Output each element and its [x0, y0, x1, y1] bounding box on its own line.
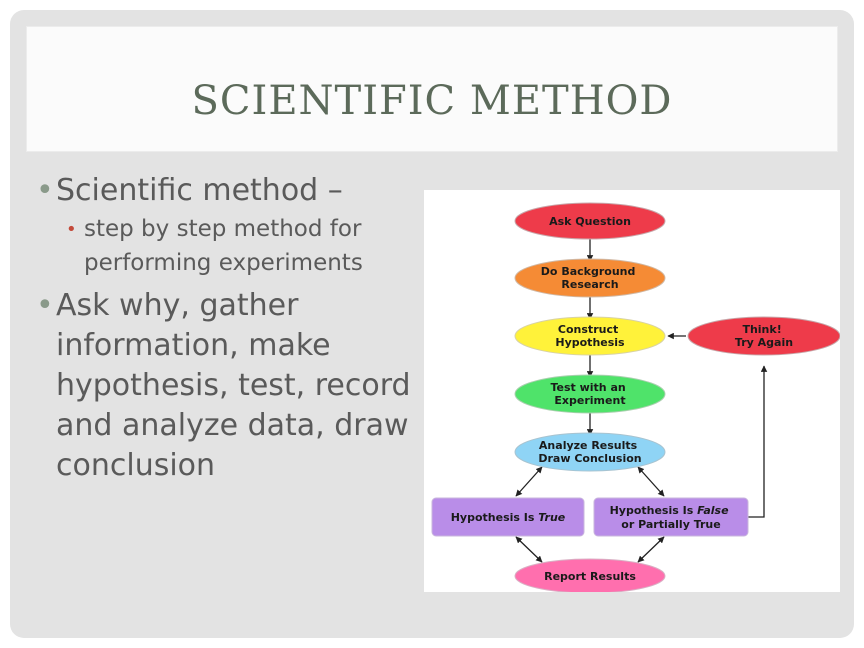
analyze-results-node: [514, 432, 666, 472]
svg-text:Test with an Experimen: Test with an Experiment: [550, 381, 629, 407]
hypothesis-true-prefix: Hypothesis Is: [451, 511, 539, 524]
svg-text:Ask Question: Ask Question: [549, 215, 631, 228]
bullet-dot-icon: •: [36, 288, 54, 323]
analyze-results-label-line2: Draw Conclusion: [538, 452, 641, 465]
connector-true-report: [515, 536, 543, 563]
svg-text:Think! Try Again: Think! Try Again: [735, 323, 793, 349]
think-try-again-label-line1: Think!: [742, 323, 781, 336]
analyze-results-label-line1: Analyze Results: [539, 439, 638, 452]
hypothesis-false-label: Hypothesis Is False or Partially True: [610, 504, 733, 531]
slide: SCIENTIFIC METHOD • Scientific method – …: [10, 10, 854, 638]
svg-text:Do Background Research: Do Background Research: [541, 265, 639, 291]
bullet-list: • Scientific method – • step by step met…: [36, 172, 416, 486]
hypothesis-false-line2: or Partially True: [621, 518, 720, 531]
bullet-dot-icon: •: [36, 173, 54, 208]
sub-bullet-item: • step by step method for performing exp…: [36, 212, 416, 280]
background-research-node: [514, 258, 666, 298]
ask-question-node: [514, 202, 666, 240]
hypothesis-true-node: [431, 497, 585, 537]
construct-hypothesis-label-line1: Construct: [558, 323, 618, 336]
bullet-text: Scientific method –: [56, 173, 343, 208]
connector-analyze-false: [637, 466, 665, 497]
background-research-label-line1: Do Background: [541, 265, 636, 278]
bullet-item: • Scientific method –: [36, 172, 416, 210]
svg-text:Construct Hypothesis: Construct Hypothesis: [555, 323, 625, 349]
test-experiment-node: [514, 374, 666, 414]
svg-text:Analyze Results Draw C: Analyze Results Draw Conclusion: [538, 439, 641, 465]
flowchart-svg: Ask Question Do Background Research Cons…: [431, 202, 841, 594]
test-experiment-label-line1: Test with an: [550, 381, 625, 394]
ask-question-label: Ask Question: [549, 215, 631, 228]
sub-bullet-text: step by step method for performing exper…: [84, 216, 363, 276]
background-research-label-line2: Research: [561, 278, 618, 291]
construct-hypothesis-label-line2: Hypothesis: [555, 336, 625, 349]
report-results-label: Report Results: [544, 570, 636, 583]
construct-hypothesis-node: [514, 316, 666, 356]
title-bar: SCIENTIFIC METHOD: [26, 26, 838, 152]
test-experiment-label-line2: Experiment: [554, 394, 625, 407]
hypothesis-false-prefix: Hypothesis Is: [610, 504, 698, 517]
connector-false-report: [637, 536, 665, 563]
sub-bullet-dot-icon: •: [66, 219, 77, 240]
hypothesis-false-node: [593, 497, 749, 537]
slide-title: SCIENTIFIC METHOD: [191, 78, 673, 124]
hypothesis-false-word: False: [697, 504, 729, 517]
hypothesis-true-label: Hypothesis Is True: [451, 511, 566, 524]
bullet-item: • Ask why, gather information, make hypo…: [36, 286, 416, 486]
think-try-again-label-line2: Try Again: [735, 336, 793, 349]
connector-false-think: [748, 365, 768, 518]
scientific-method-diagram: Ask Question Do Background Research Cons…: [424, 190, 841, 594]
hypothesis-true-word: True: [538, 511, 566, 524]
svg-text:Report Results: Report Results: [544, 570, 636, 583]
bullet-text: Ask why, gather information, make hypoth…: [56, 288, 411, 483]
connector-analyze-true: [515, 466, 543, 497]
